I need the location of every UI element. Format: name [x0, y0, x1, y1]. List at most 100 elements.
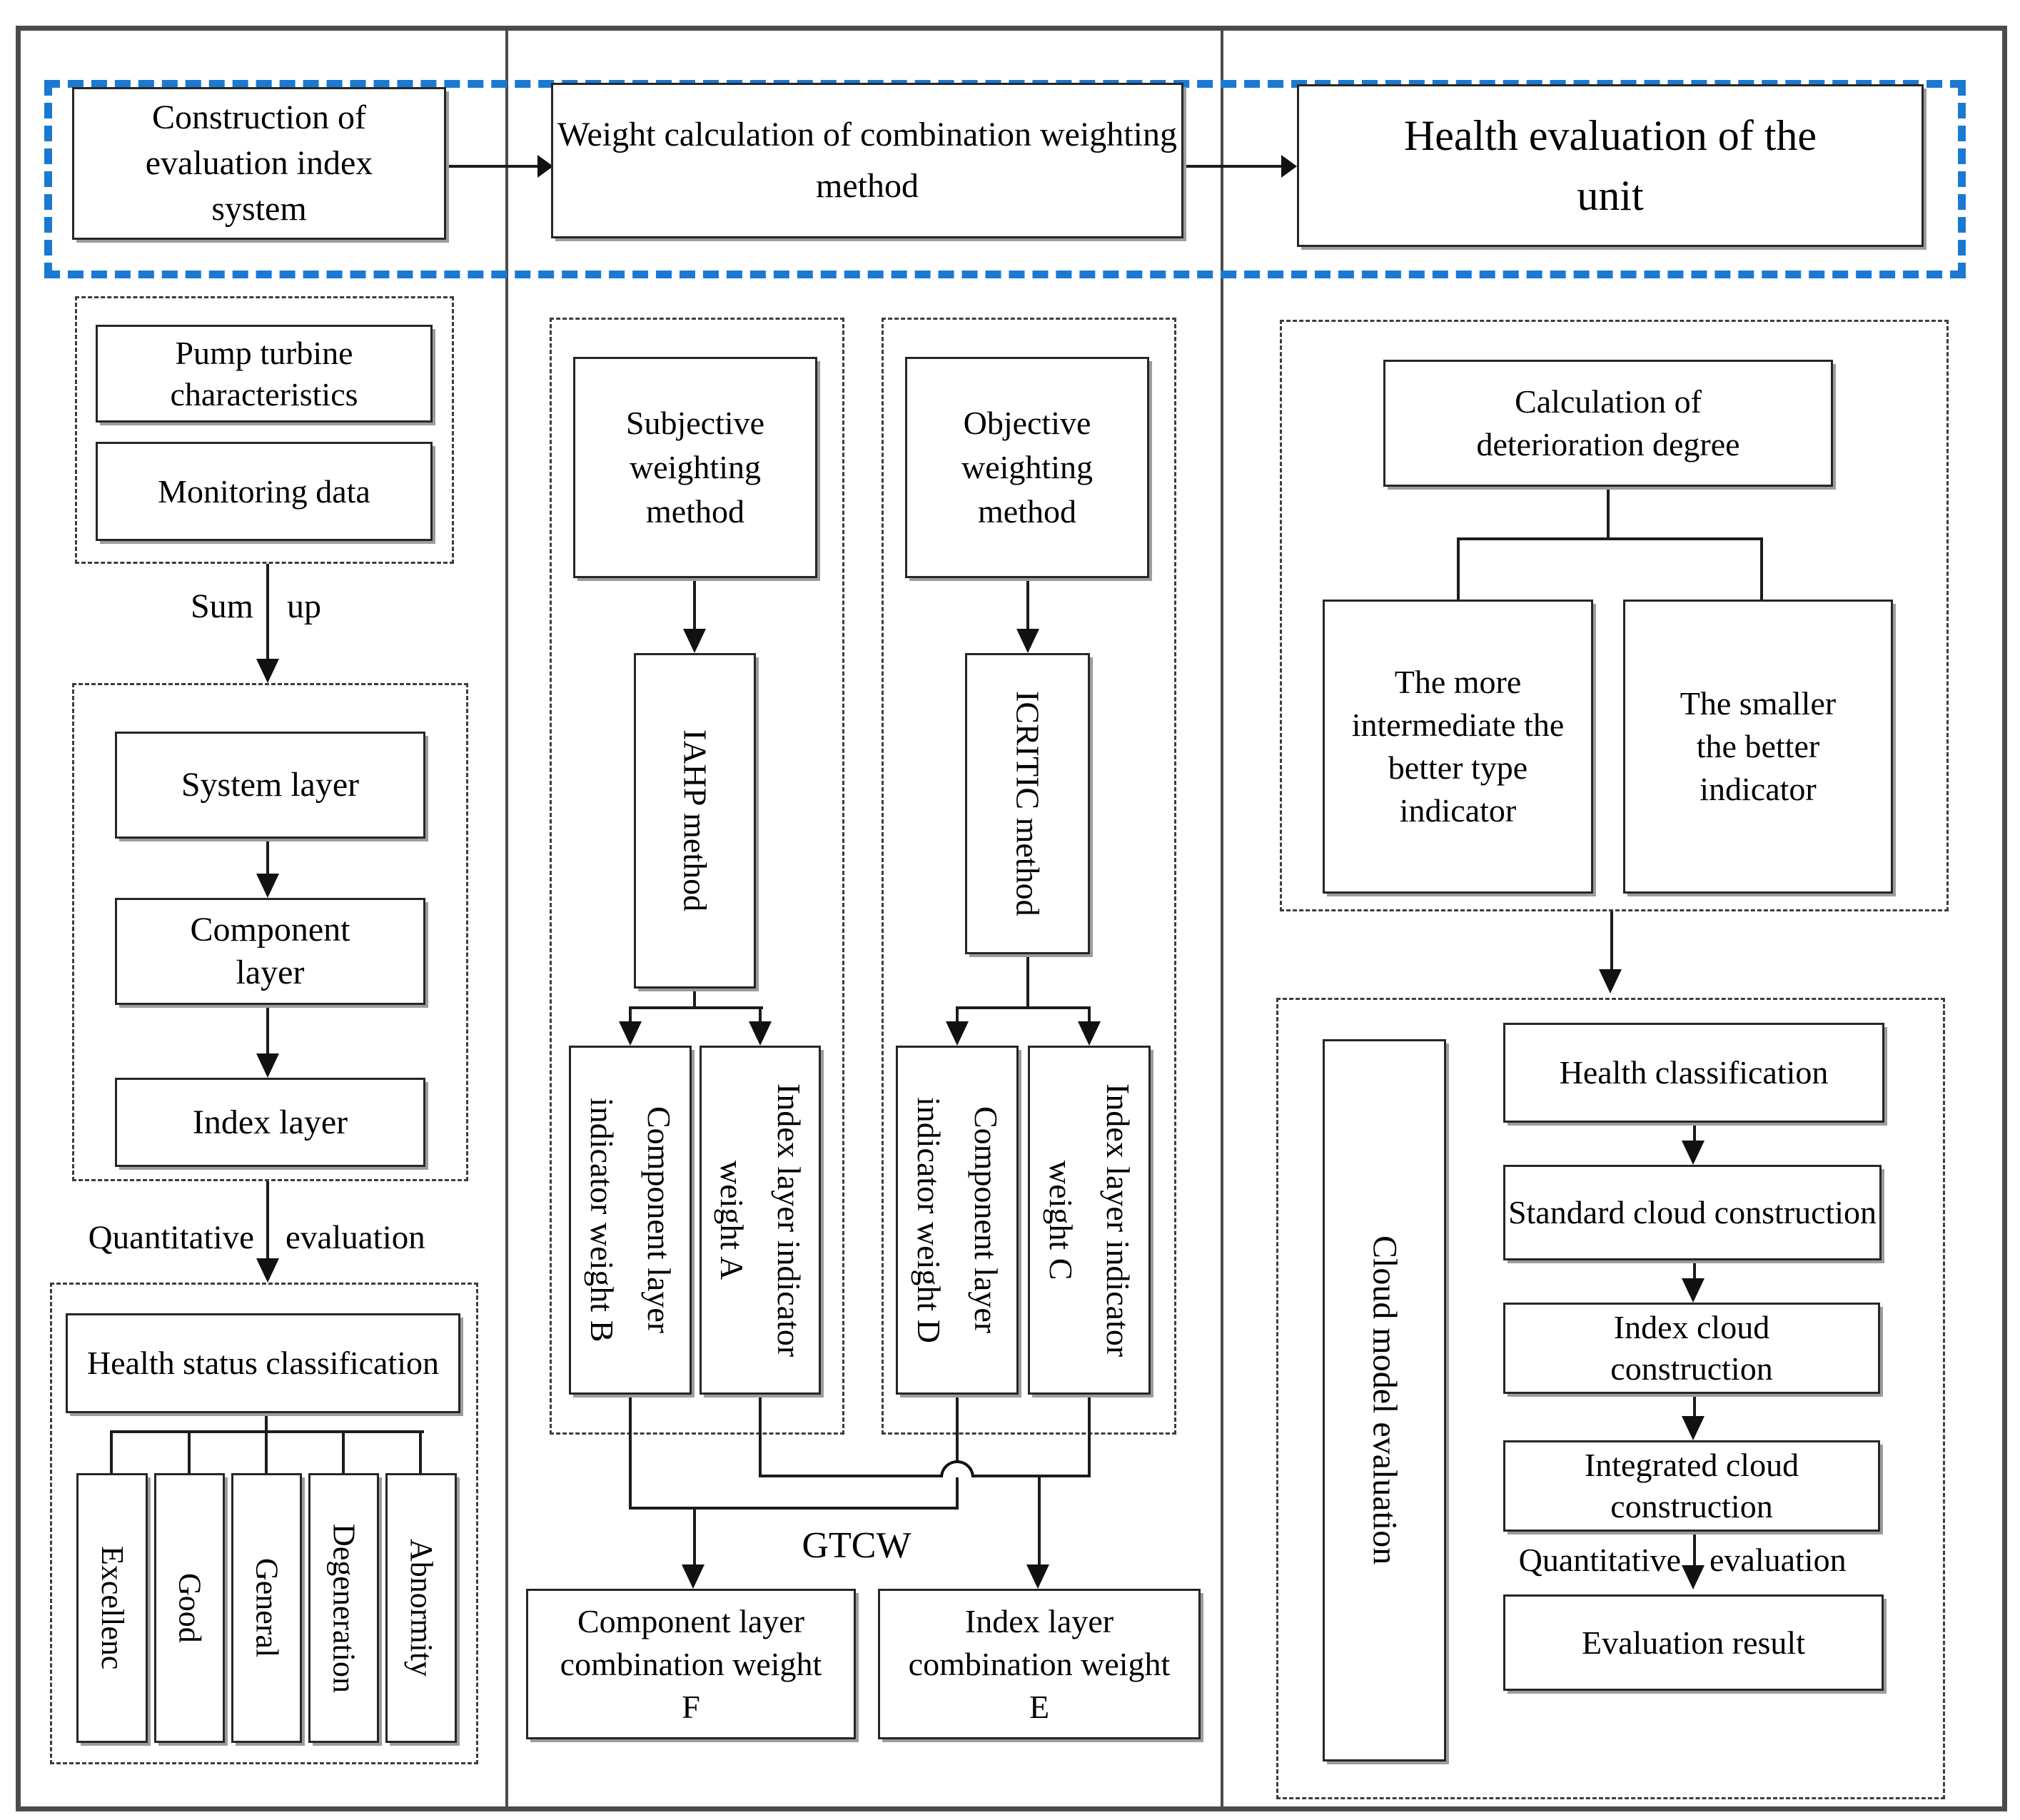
connector	[629, 1006, 763, 1009]
node-component-indicator-weight-b: Component layer indicator weight B	[569, 1046, 692, 1395]
node-label: Degeneration	[326, 1523, 362, 1693]
label-sum-up: Sum	[118, 587, 253, 627]
node-label: The more intermediate the better type in…	[1351, 664, 1565, 829]
node-label: IAHP method	[677, 729, 714, 912]
arrowhead-down-icon	[1599, 969, 1622, 994]
connector	[693, 989, 696, 1009]
connector	[342, 1433, 345, 1473]
node-status-good: Good	[154, 1473, 225, 1743]
arrowhead-down-icon	[256, 1258, 279, 1283]
node-system-layer: System layer	[115, 732, 425, 839]
node-label: System layer	[181, 766, 360, 804]
label-gtcw: GTCW	[749, 1526, 964, 1566]
connector	[419, 1433, 422, 1473]
node-label: Weight calculation of combination weight…	[557, 116, 1177, 205]
node-label: Health status classification	[86, 1345, 440, 1381]
connector	[1088, 1395, 1091, 1476]
label-quantitative-evaluation-left: Quantitative	[14, 1218, 254, 1258]
node-intermediate-better-indicator: The more intermediate the better type in…	[1323, 600, 1593, 894]
connector	[266, 839, 269, 876]
connector	[759, 1008, 762, 1023]
connector	[446, 165, 539, 168]
connector	[265, 1433, 268, 1473]
node-label: The smaller the better indicator	[1680, 685, 1837, 807]
node-subjective-weighting: Subjective weighting method	[573, 357, 817, 578]
arrowhead-down-icon	[256, 1053, 279, 1078]
node-label: Integrated cloud construction	[1584, 1447, 1799, 1525]
node-label: Abnormity	[404, 1539, 439, 1677]
arrowhead-right-icon	[537, 155, 553, 178]
label-text: Sum	[190, 587, 253, 625]
node-label: Monitoring data	[158, 472, 370, 510]
arrowhead-right-icon	[1281, 155, 1297, 178]
arrowhead-down-icon	[682, 1564, 705, 1589]
node-pump-turbine-characteristics: Pump turbine characteristics	[96, 325, 433, 423]
connector	[1457, 537, 1763, 540]
connector	[1183, 165, 1283, 168]
node-label: Index cloud construction	[1610, 1309, 1773, 1387]
connector	[265, 1413, 268, 1433]
node-icritic-method: ICRITIC method	[965, 653, 1090, 954]
node-health-classification: Health classification	[1503, 1023, 1884, 1123]
node-label: Cloud model evaluation	[1365, 1235, 1404, 1565]
arrowhead-down-icon	[1682, 1565, 1705, 1589]
node-status-general: General	[231, 1473, 302, 1743]
arrowhead-down-icon	[946, 1021, 969, 1046]
connector	[759, 1475, 1091, 1477]
label-text: evaluation	[286, 1219, 425, 1256]
connector	[629, 1395, 632, 1508]
node-label: Health evaluation of the unit	[1403, 112, 1817, 219]
node-status-abnormity: Abnormity	[385, 1473, 457, 1743]
node-component-layer: Component layer	[115, 898, 425, 1005]
node-label: Objective weighting method	[961, 405, 1093, 530]
arrowhead-down-icon	[1016, 629, 1039, 653]
label-text: Quantitative	[88, 1219, 254, 1256]
connector	[956, 1006, 1091, 1009]
node-label: Good	[172, 1573, 208, 1643]
node-component-combination-weight-f: Component layer combination weight F	[526, 1589, 856, 1739]
node-standard-cloud-construction: Standard cloud construction	[1503, 1165, 1882, 1260]
node-deterioration-degree: Calculation of deterioration degree	[1383, 360, 1833, 487]
node-weight-calculation: Weight calculation of combination weight…	[551, 83, 1183, 238]
node-index-indicator-weight-c: Index layer indicator weight C	[1028, 1046, 1151, 1395]
connector	[629, 1507, 959, 1510]
connector	[1610, 911, 1613, 972]
connector	[1693, 1394, 1696, 1417]
connector	[693, 578, 696, 632]
data-source-group	[75, 296, 454, 564]
arrowhead-down-icon	[749, 1021, 772, 1046]
connector	[759, 1395, 762, 1476]
connector	[956, 1008, 959, 1023]
label-text: Quantitative	[1518, 1542, 1681, 1578]
node-evaluation-result: Evaluation result	[1503, 1594, 1884, 1691]
arrowhead-down-icon	[256, 874, 279, 898]
node-objective-weighting: Objective weighting method	[905, 357, 1149, 578]
connector	[266, 1181, 269, 1260]
connector	[110, 1430, 424, 1433]
connector	[110, 1433, 113, 1473]
connector	[1026, 954, 1029, 1009]
node-label: Pump turbine characteristics	[170, 334, 358, 413]
node-label: Standard cloud construction	[1508, 1194, 1877, 1230]
label-text: GTCW	[802, 1525, 911, 1566]
node-status-degeneration: Degeneration	[308, 1473, 379, 1743]
connector	[693, 1508, 696, 1564]
deterioration-group	[1280, 320, 1949, 911]
node-label: Component layer indicator weight B	[584, 1098, 677, 1343]
label-quantitative-evaluation-right-2: evaluation	[1710, 1540, 1945, 1580]
node-monitoring-data: Monitoring data	[96, 442, 433, 541]
column-divider-right	[1221, 26, 1223, 1811]
connector	[1038, 1476, 1041, 1564]
node-label: Construction of evaluation index system	[145, 98, 373, 228]
node-label: General	[249, 1558, 285, 1658]
label-text: evaluation	[1710, 1542, 1847, 1578]
arrowhead-down-icon	[1078, 1021, 1101, 1046]
node-cloud-model-evaluation: Cloud model evaluation	[1323, 1039, 1446, 1761]
node-label: Component layer combination weight F	[560, 1602, 822, 1725]
node-label: Excellenc	[95, 1546, 130, 1670]
node-iahp-method: IAHP method	[634, 653, 756, 989]
column-divider-left	[505, 26, 508, 1811]
objective-group	[882, 318, 1176, 1435]
connector	[1693, 1532, 1696, 1567]
